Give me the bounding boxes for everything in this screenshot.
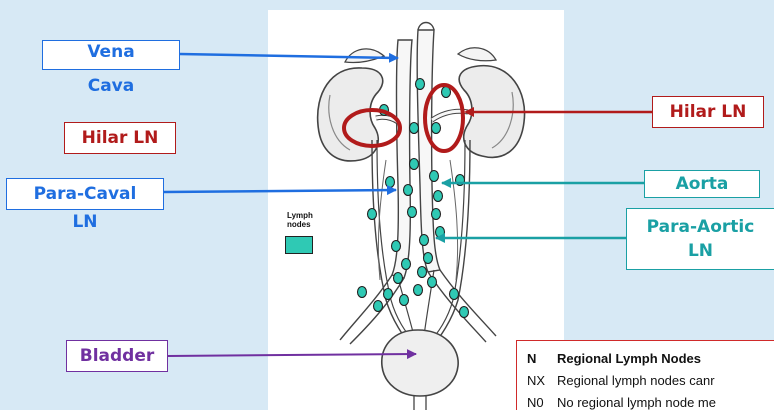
lymph-node xyxy=(404,185,413,196)
vena-cava-label-line1: Vena xyxy=(87,42,134,62)
legend-label-line2: nodes xyxy=(287,221,311,229)
lymph-node xyxy=(430,171,439,182)
arrow-para-caval xyxy=(164,190,396,192)
lymph-node xyxy=(358,287,367,298)
lymph-node xyxy=(400,295,409,306)
lymph-node xyxy=(394,273,403,284)
para-caval-label-line1: Para-Caval xyxy=(34,184,137,204)
lymph-node xyxy=(450,289,459,300)
table-row-code: N0 xyxy=(527,395,557,410)
hilar-ln-right-text: Hilar LN xyxy=(670,102,747,122)
lymph-node xyxy=(434,191,443,202)
hilar-ln-right-label: Hilar LN xyxy=(652,96,764,128)
vena-cava-label-box: Vena xyxy=(42,40,180,70)
hilar-ln-left-text: Hilar LN xyxy=(82,128,159,148)
left-adrenal xyxy=(345,49,384,63)
right-adrenal xyxy=(458,48,496,61)
bladder-organ xyxy=(382,330,458,396)
lymph-node xyxy=(432,123,441,134)
para-aortic-label-line2: LN xyxy=(627,239,774,263)
lymph-node xyxy=(428,277,437,288)
lymph-node xyxy=(392,241,401,252)
lymph-node xyxy=(414,285,423,296)
lymph-node xyxy=(384,289,393,300)
lymph-node xyxy=(408,207,417,218)
para-caval-label-box: Para-Caval xyxy=(6,178,164,210)
hilar-ln-left-label: Hilar LN xyxy=(64,122,176,154)
para-caval-label-line2: LN xyxy=(6,211,164,233)
table-row-text: No regional lymph node me xyxy=(557,395,716,410)
lymph-node xyxy=(374,301,383,312)
table-header-code: N xyxy=(527,351,557,366)
arrow-bladder xyxy=(168,354,416,356)
lymph-node xyxy=(368,209,377,220)
lymph-node xyxy=(432,209,441,220)
table-row-text: Regional lymph nodes canr xyxy=(557,373,715,388)
lymph-node xyxy=(436,227,445,238)
lymph-node xyxy=(424,253,433,264)
lymph-node xyxy=(418,267,427,278)
lymph-node xyxy=(420,235,429,246)
aorta-label: Aorta xyxy=(644,170,760,198)
legend-swatch xyxy=(285,236,313,254)
lymph-node xyxy=(402,259,411,270)
legend-label-line1: Lymph xyxy=(287,212,313,220)
para-aortic-label-box: Para-Aortic LN xyxy=(626,208,774,270)
lymph-node xyxy=(410,123,419,134)
table-row-code: NX xyxy=(527,373,557,388)
urethra xyxy=(414,396,426,410)
aorta-top xyxy=(418,23,434,31)
lymph-node xyxy=(460,307,469,318)
para-aortic-label-line1: Para-Aortic xyxy=(627,215,774,239)
vena-cava-label-line2: Cava xyxy=(42,75,180,97)
left-iliac xyxy=(340,275,392,340)
aorta-text: Aorta xyxy=(676,174,729,194)
bladder-label: Bladder xyxy=(66,340,168,372)
lymph-node xyxy=(410,159,419,170)
lymph-node xyxy=(386,177,395,188)
table-header-title: Regional Lymph Nodes xyxy=(557,351,701,366)
bladder-text: Bladder xyxy=(80,346,155,366)
lymph-node xyxy=(416,79,425,90)
